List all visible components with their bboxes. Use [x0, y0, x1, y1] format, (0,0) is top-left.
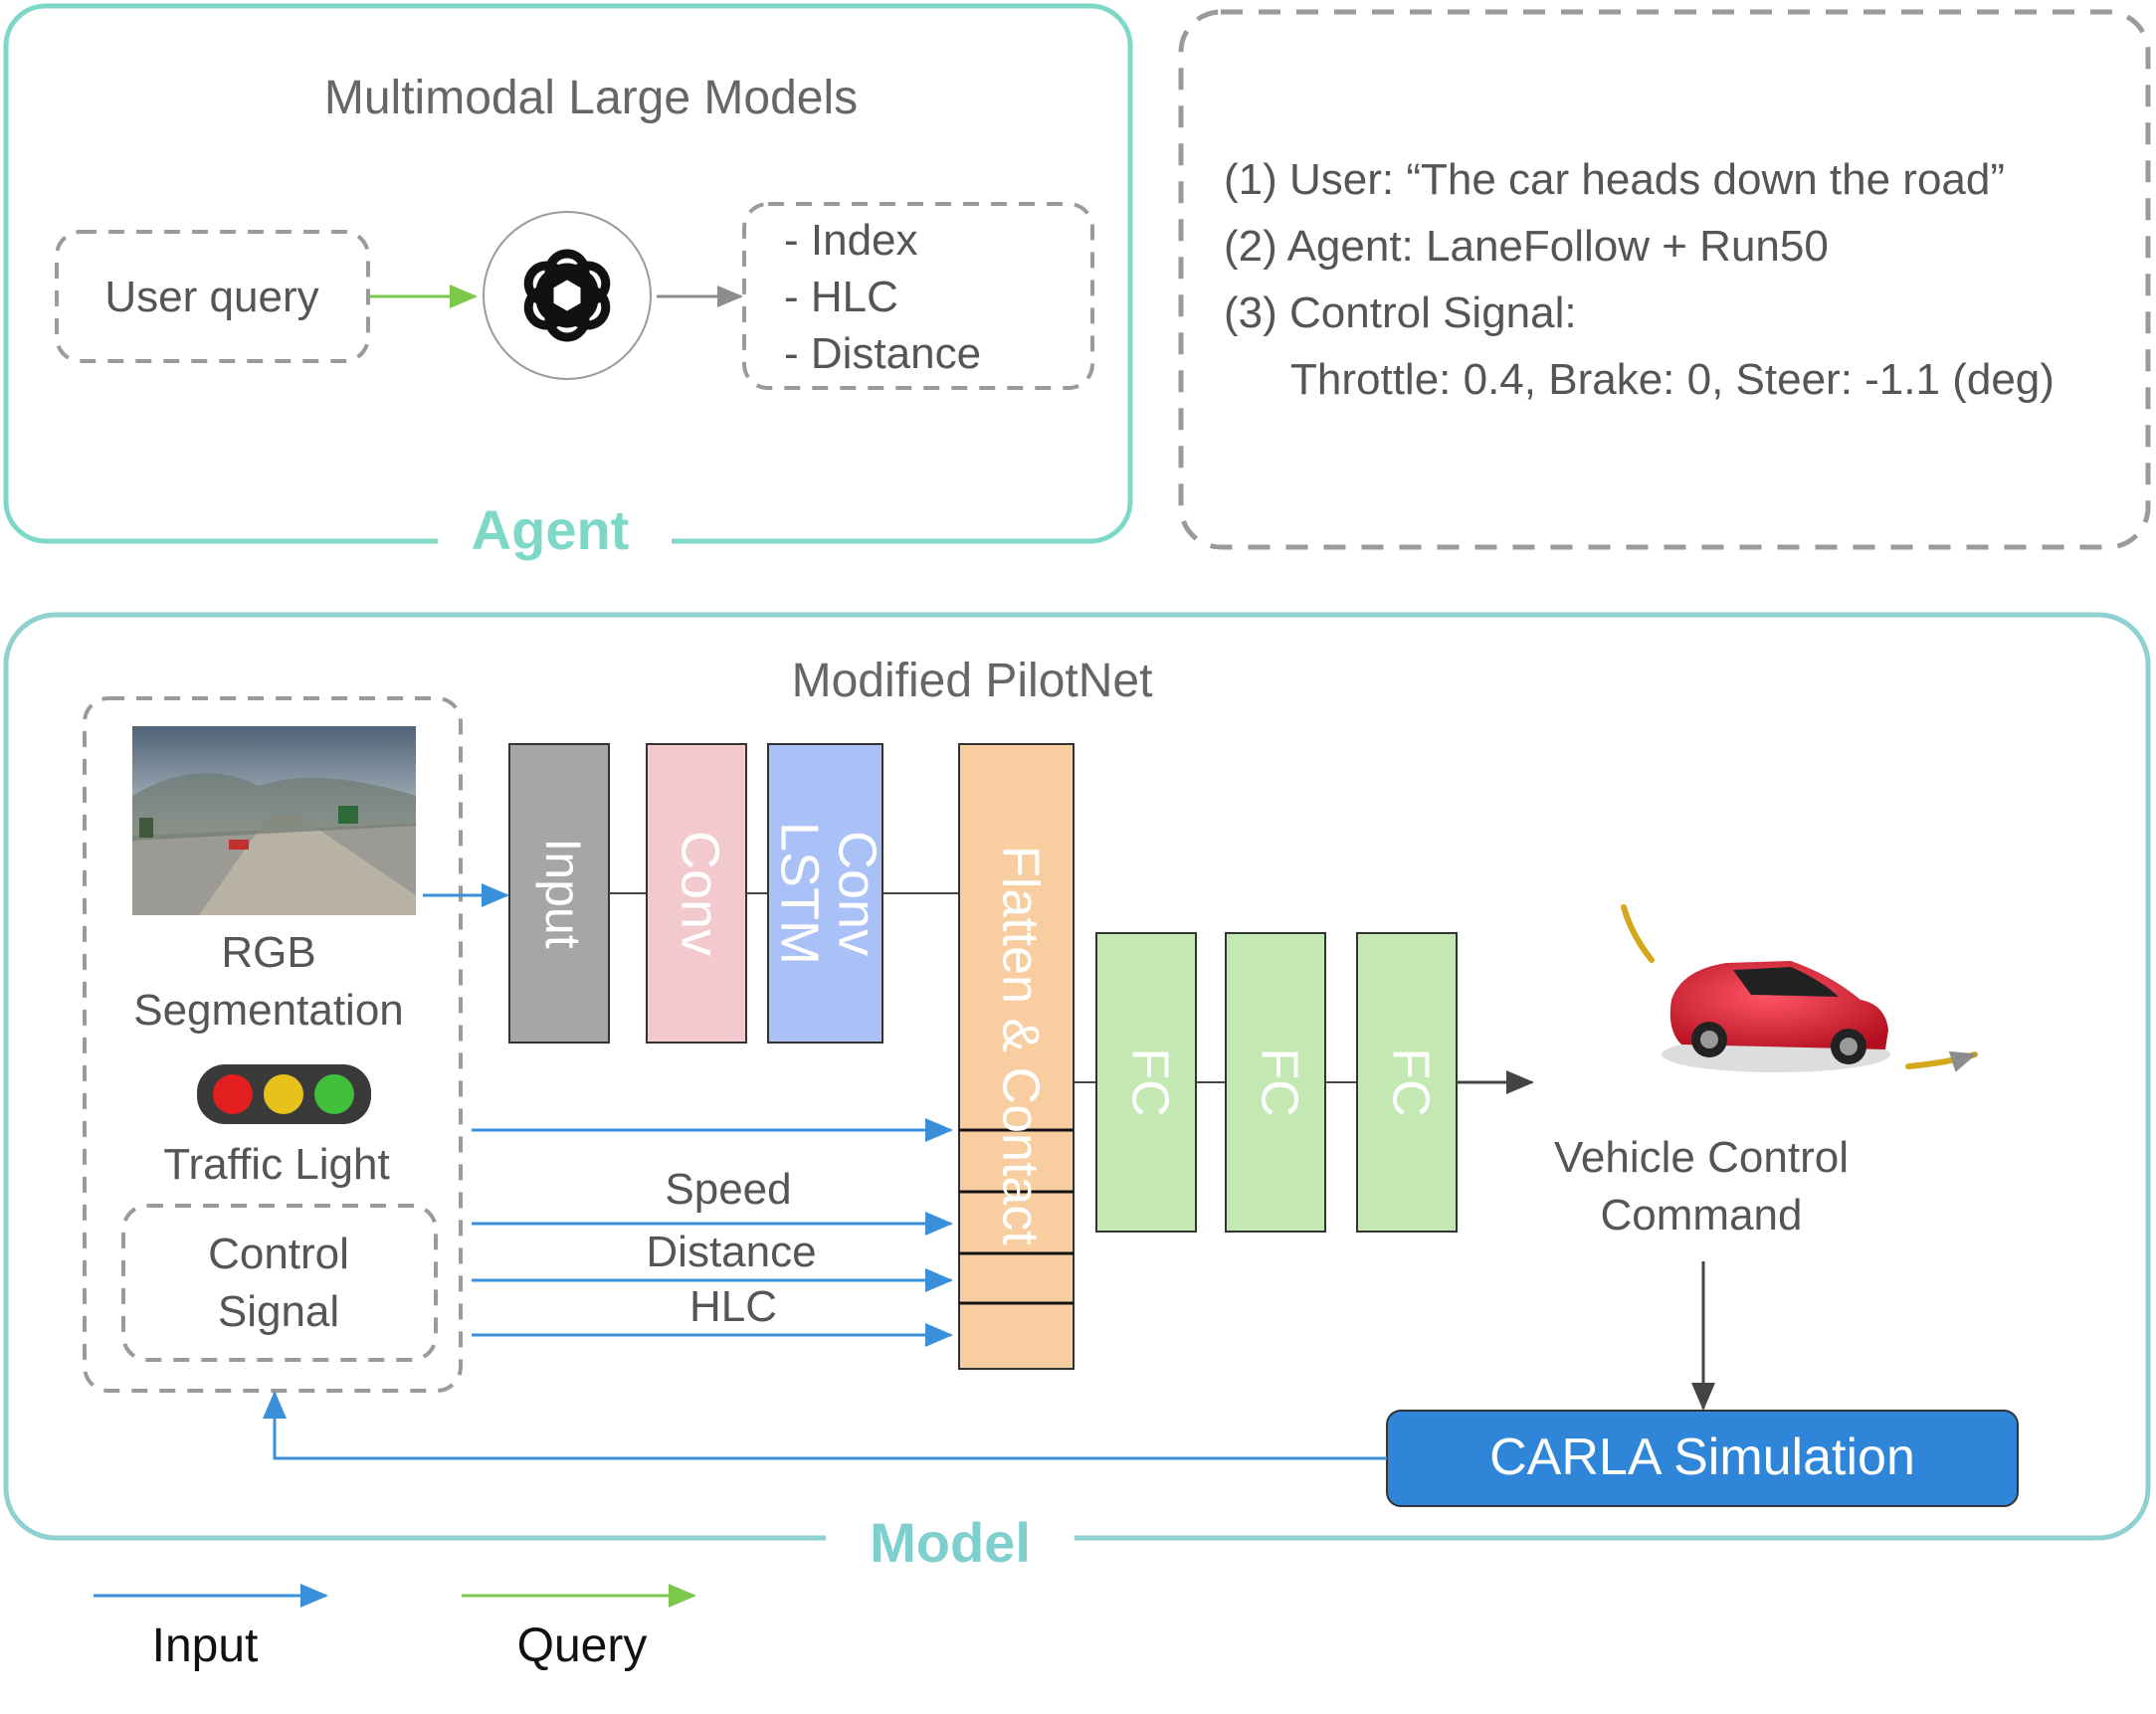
agent-panel-title: Multimodal Large Models — [324, 72, 858, 124]
fc-layer-2 — [1225, 932, 1326, 1233]
flatten-layer — [958, 743, 1075, 1370]
agent-panel: Agent Multimodal Large Models User query… — [3, 3, 1133, 567]
model-panel-label: Model — [870, 1511, 1031, 1574]
traffic-light-icon — [197, 1064, 371, 1124]
legend-input-label: Input — [152, 1619, 259, 1672]
example-line-user: (1) User: “The car heads down the road” — [1224, 155, 2005, 204]
car-icon — [1621, 904, 1978, 1072]
conv-lstm-label-1: Conv — [828, 831, 887, 956]
camera-image — [132, 726, 416, 915]
example-panel: (1) User: “The car heads down the road” … — [1178, 9, 2151, 550]
input-layer — [508, 743, 610, 1044]
example-line-control: (3) Control Signal: — [1224, 288, 1577, 337]
hlc-label: HLC — [689, 1282, 777, 1331]
llm-logo-icon — [523, 249, 611, 342]
agent-panel-label: Agent — [472, 498, 630, 561]
model-label-gap — [826, 1512, 1075, 1566]
model-panel: Model Modified PilotNet RGB Segmentation… — [3, 612, 2151, 1574]
traffic-light-label: Traffic Light — [163, 1140, 389, 1189]
agent-output-hlc: - HLC — [784, 273, 898, 321]
agent-label-gap — [438, 517, 672, 567]
example-panel-border — [1178, 9, 2151, 550]
fc-layer-3-label: FC — [1381, 1047, 1439, 1116]
carla-simulation-label: CARLA Simulation — [1489, 1428, 1915, 1486]
fc-layer-1-label: FC — [1120, 1047, 1178, 1116]
control-signal-label-2: Signal — [218, 1287, 339, 1336]
model-panel-border — [3, 612, 2151, 1541]
control-signal-label-1: Control — [208, 1230, 349, 1278]
agent-output-index: - Index — [784, 216, 918, 265]
carla-feedback-arrow — [263, 1391, 1387, 1460]
user-query-label: User query — [104, 273, 318, 321]
segmentation-label: Segmentation — [133, 986, 404, 1035]
vehicle-control-label-2: Command — [1601, 1191, 1803, 1239]
agent-output-box — [742, 202, 1094, 390]
conv-lstm-label-2: LSTM — [770, 822, 830, 965]
agent-output-distance: - Distance — [784, 329, 981, 378]
conv-layer-label: Conv — [671, 831, 730, 956]
user-query-box — [55, 230, 370, 363]
fc-layer-3 — [1356, 932, 1458, 1233]
model-panel-title: Modified PilotNet — [792, 655, 1153, 707]
flatten-layer-label: Flatten & Contact — [991, 846, 1049, 1245]
input-layer-label: Input — [535, 838, 591, 948]
llm-circle — [483, 211, 652, 380]
conv-lstm-layer — [767, 743, 883, 1044]
legend: Input Query — [94, 1584, 696, 1672]
speed-label: Speed — [665, 1165, 791, 1214]
fc-layer-2-label: FC — [1250, 1047, 1307, 1116]
fc-layer-1 — [1095, 932, 1197, 1233]
example-line-agent: (2) Agent: LaneFollow + Run50 — [1224, 222, 1829, 271]
vehicle-control-label-1: Vehicle Control — [1554, 1133, 1849, 1182]
distance-label: Distance — [646, 1228, 816, 1276]
example-line-values: Throttle: 0.4, Brake: 0, Steer: -1.1 (de… — [1290, 355, 2055, 404]
legend-query-label: Query — [517, 1619, 648, 1672]
rgb-label: RGB — [221, 928, 315, 977]
conv-layer — [646, 743, 747, 1044]
